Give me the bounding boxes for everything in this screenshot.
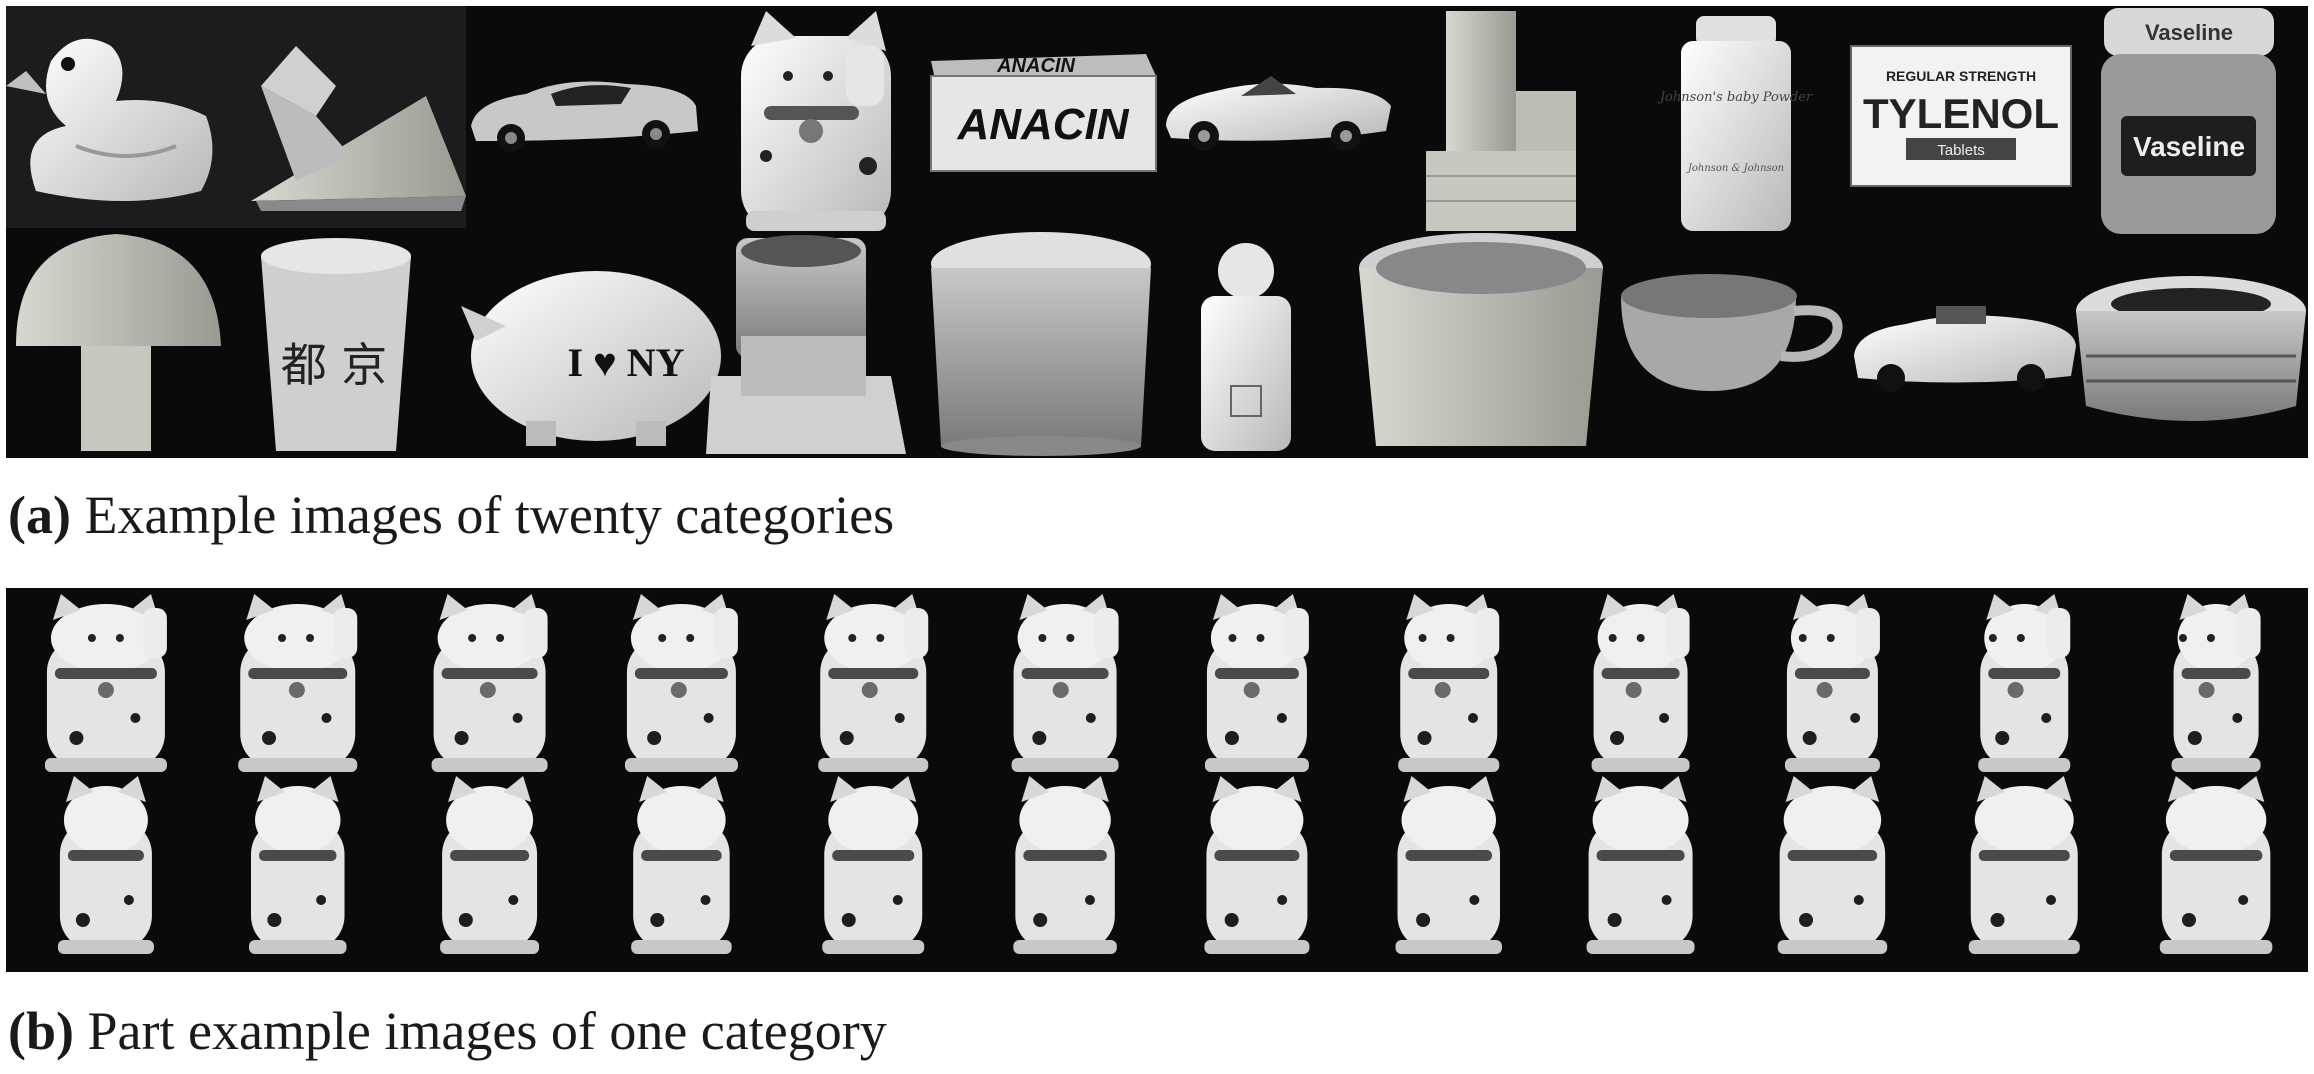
lotion-bottle-object [1201,243,1291,451]
cat-view [1398,594,1500,772]
chinese-cup-object: 都 京 [261,238,411,451]
cat-view [1204,594,1309,772]
cat-view [1968,776,2080,954]
cat-view [818,594,929,772]
tylenol-box-object: REGULAR STRENGTH TYLENOL Tablets [1850,45,2072,187]
cat-view [631,776,732,954]
half-round-block-object [16,234,221,451]
category-examples-panel: ANACIN ANACIN Johnson's baby Powder John… [6,6,2308,458]
cat-view [238,594,358,772]
white-race-car-object [1166,76,1391,151]
vaseline-lid-label: Vaseline [2145,20,2233,45]
cat-view [2171,594,2261,772]
caption-b: (b) Part example images of one category [8,1004,887,1058]
cat-view [431,594,548,772]
cat-view [44,594,167,772]
cat-view [822,776,925,954]
duck-object [6,38,213,202]
caption-a-text: Example images of twenty categories [84,485,895,545]
caption-a-label: (a) [8,485,71,545]
cat-view [1777,776,1888,954]
caption-b-text: Part example images of one category [87,1001,887,1061]
cat-view [2159,776,2273,954]
tylenol-top-label: REGULAR STRENGTH [1886,68,2036,84]
lamp-socket-object [706,235,906,454]
lucky-cat-object [741,11,891,231]
cat-view [1591,594,1690,772]
tylenol-label: TYLENOL [1863,90,2059,137]
teacup-object [1621,274,1843,391]
cat-view [1011,594,1119,772]
anacin-top-label: ANACIN [996,55,1075,77]
category-examples-image: ANACIN ANACIN Johnson's baby Powder John… [6,6,2306,456]
cat-view [624,594,738,772]
tylenol-small-label: Tablets [1937,142,1985,159]
caption-a: (a) Example images of twenty categories [8,488,894,542]
ceramic-bowl-object [1359,233,1603,446]
caption-b-label: (b) [8,1001,74,1061]
category-views-panel [6,588,2308,972]
chinese-cup-label: 都 京 [281,338,388,392]
cat-view [1978,594,2071,772]
cat-view [249,776,347,954]
baby-powder-label: Johnson's baby Powder [1657,90,1813,105]
cat-view [440,776,540,954]
anacin-box-object: ANACIN ANACIN [930,54,1157,172]
cat-view [57,776,154,954]
wooden-l-block-object [1426,11,1576,231]
margarine-tub-object [2076,276,2306,421]
vaseline-jar-object: Vaseline Vaseline [2101,8,2276,234]
cat-view [1395,776,1502,954]
anacin-label: ANACIN [956,100,1129,149]
cat-view [1784,594,1880,772]
cat-view [1204,776,1310,954]
cat-view [1586,776,1695,954]
cat-view [1013,776,1117,954]
wedge-block-object [251,46,466,211]
category-views-image [44,594,2273,954]
vaseline-label: Vaseline [2133,131,2245,162]
piggy-bank-object: I ♥ NY [461,271,721,446]
baby-powder-object: Johnson's baby Powder Johnson & Johnson [1657,16,1813,231]
convertible-car-object [1854,306,2076,392]
plastic-tub-object [931,232,1151,456]
baby-powder-brand: Johnson & Johnson [1686,163,1784,174]
piggy-bank-label: I ♥ NY [567,340,684,385]
red-sports-car-object [471,81,698,152]
